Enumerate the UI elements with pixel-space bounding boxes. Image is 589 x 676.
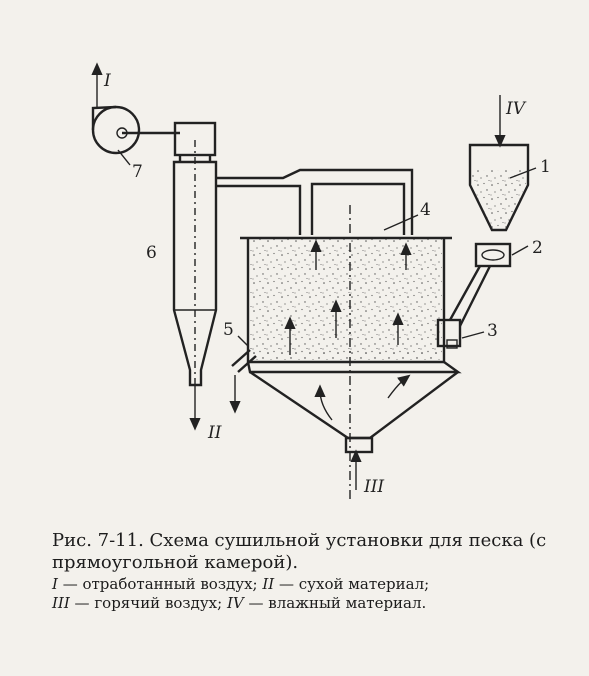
label-1: 1 <box>540 157 551 177</box>
legend-text: — влажный материал. <box>243 594 427 612</box>
label-7: 7 <box>132 162 143 182</box>
legend-key: II <box>262 575 275 593</box>
feeder <box>436 242 512 349</box>
legend-text: — горячий воздух; <box>69 594 227 612</box>
figure-caption: Рис. 7-11. Схема сушильной установки для… <box>52 530 547 573</box>
legend-line-1: I — отработанный воздух; II — сухой мате… <box>52 575 572 594</box>
label-5: 5 <box>223 320 234 340</box>
label-stream-IV: IV <box>505 99 527 119</box>
legend-key: III <box>52 594 70 612</box>
legend-key: IV <box>226 594 244 612</box>
label-stream-II: II <box>207 423 222 443</box>
legend-line-2: III — горячий воздух; IV — влажный матер… <box>52 594 572 613</box>
feed-hopper <box>468 143 530 232</box>
fan <box>91 105 180 166</box>
bottom-hopper <box>249 371 459 454</box>
flow-arrows <box>284 239 412 421</box>
label-4: 4 <box>420 200 431 220</box>
label-2: 2 <box>532 238 543 258</box>
drying-plant-diagram: 1 2 3 4 5 6 7 I II III IV <box>91 62 551 500</box>
outlet-chute <box>231 349 251 367</box>
legend-text: — отработанный воздух; <box>57 575 263 593</box>
label-stream-III: III <box>363 477 384 497</box>
label-6: 6 <box>146 243 157 263</box>
cyclone <box>172 121 218 387</box>
label-3: 3 <box>487 321 498 341</box>
legend-text: — сухой материал; <box>274 575 430 593</box>
air-duct <box>216 168 414 235</box>
label-stream-I: I <box>103 71 111 91</box>
legend-key: I <box>52 575 58 593</box>
drying-chamber <box>240 205 462 500</box>
leader-lines <box>237 167 537 347</box>
